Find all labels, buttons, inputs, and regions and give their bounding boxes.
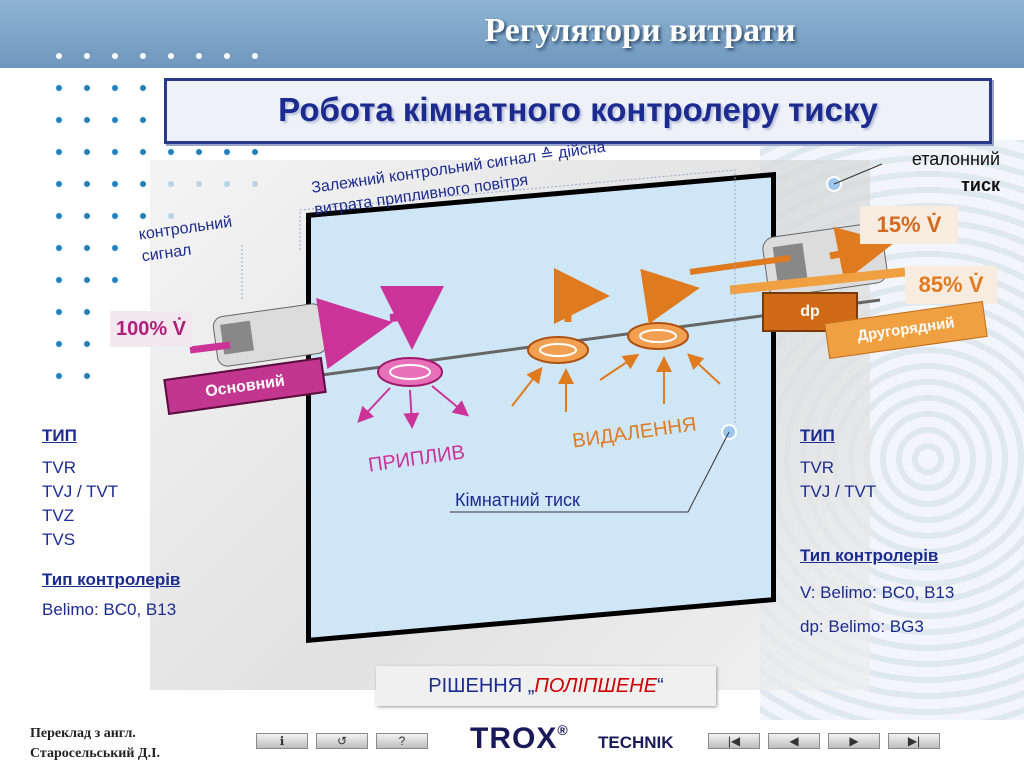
prev-slide-icon: ◀ — [789, 734, 799, 748]
first-slide-icon: |◀ — [727, 734, 741, 748]
extract-diffuser-1-icon — [527, 336, 589, 364]
left-info: ТИП TVR TVJ / TVT TVZ TVS Тип контролері… — [42, 426, 181, 619]
info-button[interactable]: ℹ — [256, 733, 308, 749]
extract-arrow-up-1 — [554, 268, 610, 324]
extract-arrow-15 — [829, 226, 894, 282]
supply-arrow-mid — [315, 297, 393, 370]
right-controllers-heading: Тип контролерів — [800, 546, 939, 565]
first-slide-button[interactable]: |◀ — [708, 733, 760, 749]
extract-arrow-85 — [729, 267, 906, 295]
supply-flow-label: 100% V̇ — [110, 311, 192, 347]
room-pressure-label: Кімнатний тиск — [455, 490, 580, 510]
return-icon: ↺ — [336, 734, 348, 748]
last-slide-button[interactable]: ▶| — [888, 733, 940, 749]
next-slide-button[interactable]: ▶ — [828, 733, 880, 749]
trox-logo: TROX® — [470, 722, 569, 755]
supply-arrow-down — [380, 286, 444, 350]
right-type-heading: ТИП — [800, 426, 835, 445]
exhaust-85-label: 85% V̇ — [905, 266, 997, 304]
supply-arrow-in — [189, 341, 231, 354]
subtitle-box: Робота кімнатного контролеру тиску — [164, 78, 992, 144]
help-button[interactable]: ? — [376, 733, 428, 749]
subtitle: Робота кімнатного контролеру тиску — [278, 91, 878, 128]
prev-slide-button[interactable]: ◀ — [768, 733, 820, 749]
extract-arrow-top — [689, 255, 791, 275]
left-controllers-heading: Тип контролерів — [42, 570, 181, 589]
return-button[interactable]: ↺ — [316, 733, 368, 749]
translator-credit: Переклад з англ.Старосельський Д.І. — [30, 726, 161, 761]
help-icon: ? — [398, 734, 406, 748]
supply-spread-1 — [357, 387, 391, 423]
supply-diffuser-icon — [377, 357, 443, 387]
solution-box: РІШЕННЯ „ПОЛІПШЕНЕ“ — [376, 666, 716, 706]
dependent-signal-line — [299, 169, 736, 425]
exhaust-15-label: 15% V̇ — [860, 206, 958, 244]
info-icon: ℹ — [279, 734, 285, 748]
extract-arrow-up-2 — [640, 268, 700, 325]
left-type-heading: ТИП — [42, 426, 77, 445]
right-info: ТИП TVR TVJ / TVT Тип контролерів V: Bel… — [800, 426, 955, 636]
next-slide-icon: ▶ — [849, 734, 859, 748]
extract-diffuser-2-icon — [627, 322, 689, 350]
last-slide-icon: ▶| — [907, 734, 921, 748]
technik-logo: TECHNIK — [598, 733, 674, 752]
supply-spread-2 — [403, 389, 420, 429]
slide-title: Регулятори витрати — [484, 12, 796, 49]
supply-spread-3 — [431, 385, 470, 417]
